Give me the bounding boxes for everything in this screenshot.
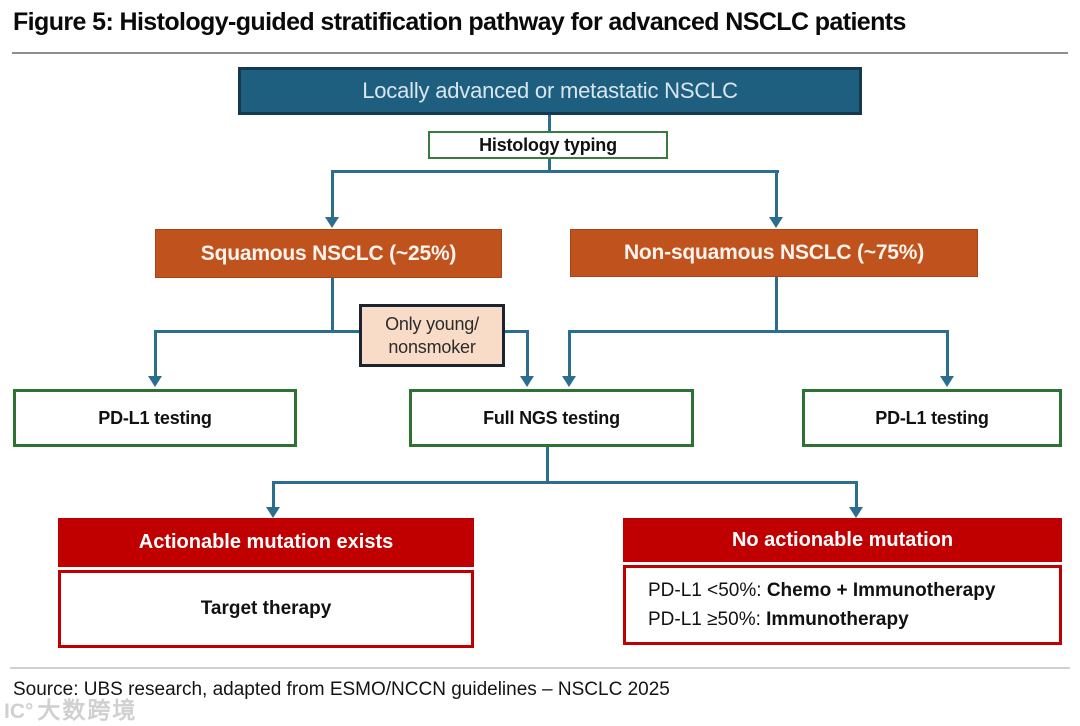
node-nonsquamous: Non-squamous NSCLC (~75%) [570,229,978,277]
arrow-to-pdl1-left [148,376,162,387]
no-actionable-mutation-header: No actionable mutation [623,518,1062,562]
connector-ngs-down [546,446,549,483]
connector-pdl1-right-drop [946,330,949,376]
node-locally-advanced-label: Locally advanced or metastatic NSCLC [362,78,738,103]
source-note: Source: UBS research, adapted from ESMO/… [13,679,670,700]
pdl1-low-treatment-line: PD-L1 <50%: Chemo + Immunotherapy [626,576,1059,605]
pdl1-low-prefix: PD-L1 <50%: [648,579,762,601]
connector-split2-left [272,481,275,507]
pdl1-high-treatment: Immunotherapy [766,609,909,630]
node-pdl1-testing-left-label: PD-L1 testing [98,407,212,428]
connector-ngs-left-drop [526,330,529,376]
arrow-to-ngs-left [520,376,534,387]
node-histology-typing-label: Histology typing [479,134,617,155]
connector-pdl1-left-drop [154,330,157,376]
node-full-ngs-testing: Full NGS testing [409,389,694,447]
node-pdl1-testing-right: PD-L1 testing [802,389,1062,447]
watermark: IC°大数跨境 [4,691,137,725]
footer-divider [10,667,1070,669]
node-only-young-nonsmoker: Only young/ nonsmoker [359,304,505,367]
node-squamous-label: Squamous NSCLC (~25%) [200,241,457,265]
watermark-logo-icon: IC° [4,700,34,723]
node-full-ngs-testing-label: Full NGS testing [483,407,620,428]
node-pdl1-testing-left: PD-L1 testing [13,389,297,447]
target-therapy-body: Target therapy [58,570,474,648]
pdl1-high-prefix: PD-L1 ≥50%: [648,609,761,630]
arrow-to-squamous [325,217,339,228]
node-no-actionable-mutation: No actionable mutation PD-L1 <50%: Chemo… [623,518,1062,645]
connector-split1-left [331,170,334,217]
only-young-line-2: nonsmoker [388,336,476,357]
pdl1-high-treatment-line: PD-L1 ≥50%: Immunotherapy [626,605,1059,634]
node-locally-advanced: Locally advanced or metastatic NSCLC [238,67,862,115]
node-actionable-mutation: Actionable mutation exists Target therap… [58,518,474,648]
pdl1-low-treatment: Chemo + Immunotherapy [766,579,996,601]
arrow-to-actionable [266,507,280,518]
node-squamous: Squamous NSCLC (~25%) [155,229,502,278]
target-therapy-label: Target therapy [200,598,332,619]
connector-right-horizontal [570,330,949,333]
connector-squamous-down [331,278,334,332]
arrow-to-pdl1-right [940,376,954,387]
figure-title: Figure 5: Histology-guided stratificatio… [13,8,906,36]
connector-split2-horizontal [272,481,858,484]
only-young-line-1: Only young/ [385,314,479,334]
connector-left-horizontal [155,330,529,333]
watermark-text: 大数跨境 [37,697,138,723]
no-actionable-mutation-body: PD-L1 <50%: Chemo + Immunotherapy PD-L1 … [623,565,1062,645]
node-nonsquamous-label: Non-squamous NSCLC (~75%) [623,241,925,264]
actionable-mutation-header: Actionable mutation exists [58,518,474,567]
actionable-mutation-header-label: Actionable mutation exists [138,531,394,553]
connector-nonsquamous-down [775,277,778,332]
connector-split1-right [775,170,778,217]
node-histology-typing: Histology typing [428,131,668,159]
node-pdl1-testing-right-label: PD-L1 testing [875,407,989,428]
connector-split2-right [855,481,858,507]
arrow-to-nonsquamous [769,217,783,228]
no-actionable-mutation-header-label: No actionable mutation [731,528,954,551]
connector-split1-horizontal [331,170,779,173]
title-divider [12,52,1068,54]
connector-ngs-right-drop [568,330,571,376]
arrow-to-no-actionable [849,507,863,518]
arrow-to-ngs-right [562,376,576,387]
